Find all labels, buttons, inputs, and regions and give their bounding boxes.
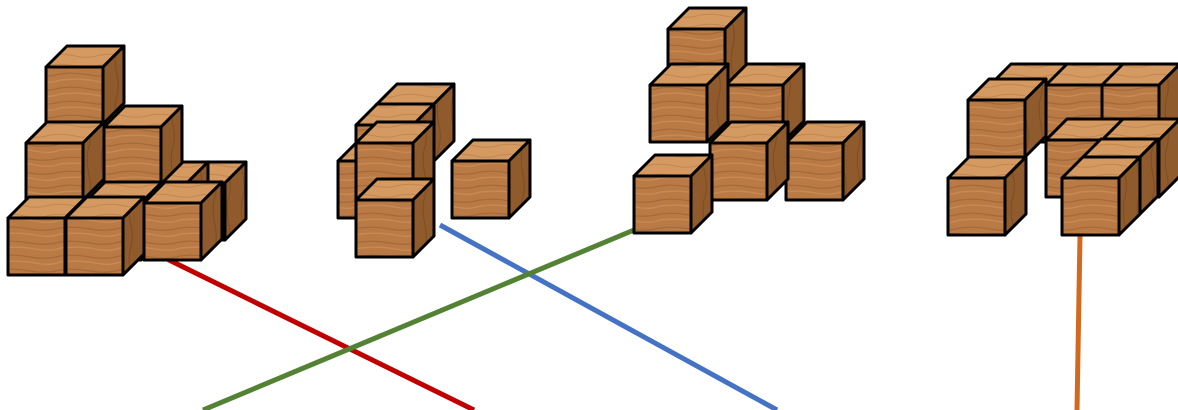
cube-front-face [966, 98, 1027, 159]
cube-front-face [946, 176, 1007, 237]
cube-front-face [142, 201, 203, 262]
shape-4-connector-line [1074, 235, 1083, 410]
cube-front-face [354, 198, 415, 259]
shape-2-connector-line [438, 222, 779, 410]
cube [946, 155, 1028, 237]
shape-3[interactable] [632, 6, 866, 235]
cube-front-face [632, 174, 693, 235]
cube-front-face [648, 83, 709, 144]
shape-3-connector-line [202, 227, 635, 410]
cube-shapes [6, 6, 1178, 277]
cube [666, 6, 748, 88]
cube [102, 104, 184, 186]
cube-front-face [784, 141, 845, 202]
cube-front-face [64, 216, 125, 277]
cube [784, 120, 866, 202]
shape-1[interactable] [6, 44, 248, 277]
shape-2[interactable] [336, 82, 532, 259]
cube-front-face [1060, 176, 1121, 237]
cube-front-face [102, 125, 163, 186]
cube [648, 62, 730, 144]
cube-front-face [44, 65, 105, 126]
cube [966, 77, 1048, 159]
cube [1060, 155, 1142, 237]
cube [44, 44, 126, 126]
cube [354, 177, 436, 259]
cube [142, 180, 224, 262]
cube-front-face [708, 141, 769, 202]
shape-4[interactable] [946, 62, 1178, 237]
cube [632, 153, 714, 235]
cube-front-face [24, 141, 85, 202]
cube [450, 138, 532, 220]
cube [24, 120, 106, 202]
cube [64, 195, 146, 277]
cube-front-face [450, 159, 511, 220]
connector-lines [163, 222, 1083, 410]
cube [708, 120, 790, 202]
shape-1-connector-line [163, 255, 476, 410]
cube-front-face [6, 216, 67, 277]
